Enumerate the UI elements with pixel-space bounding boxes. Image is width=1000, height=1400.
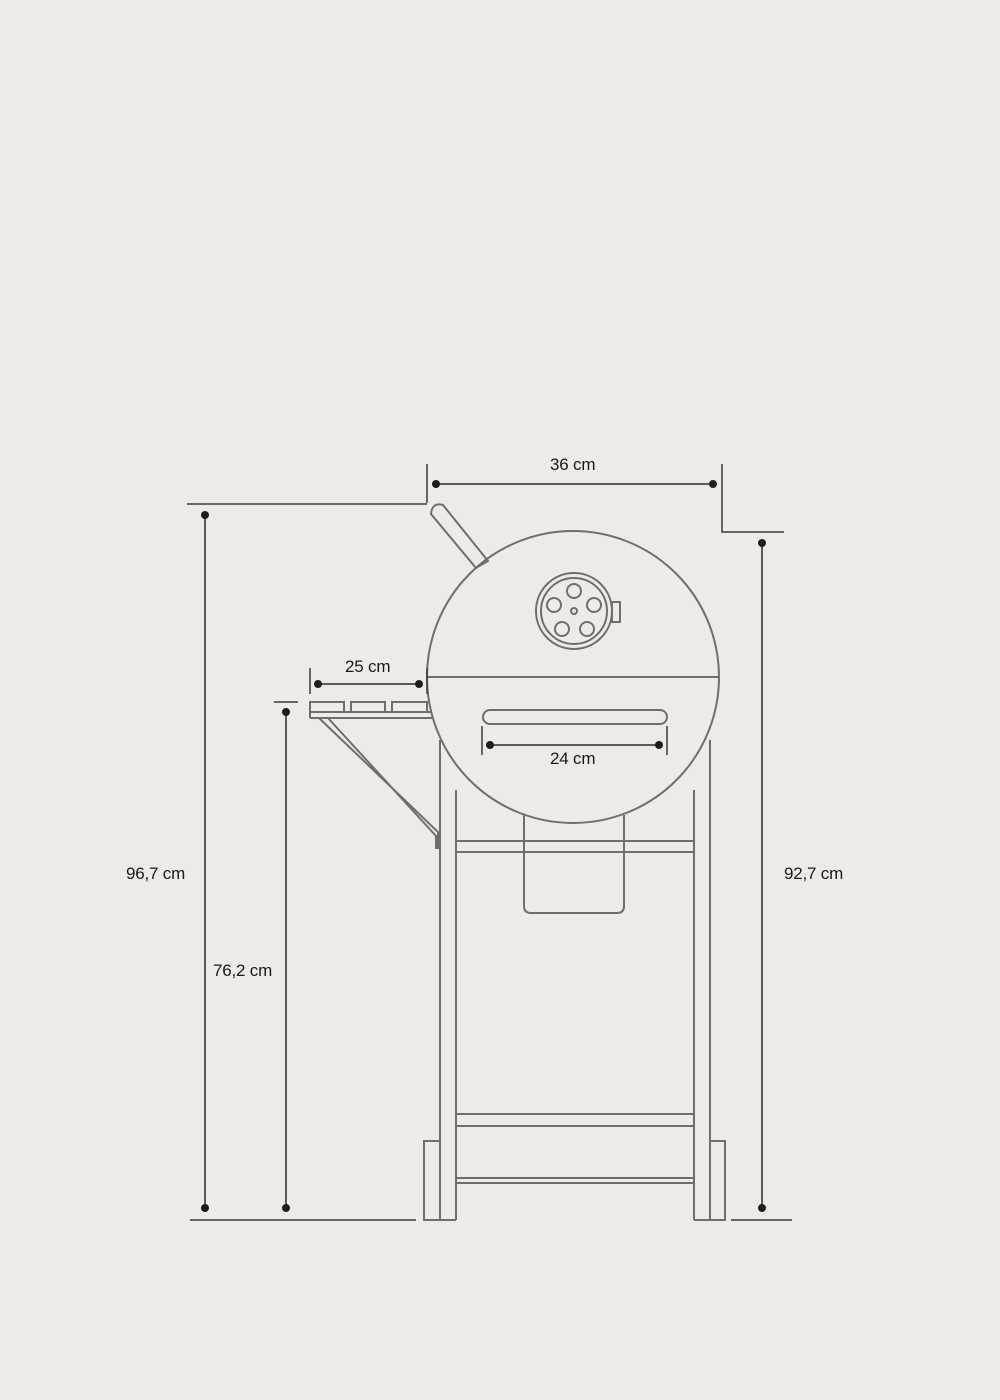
dimension-shelf-width: [309, 668, 428, 694]
label-shelf-width: 25 cm: [345, 657, 391, 676]
label-total-height: 96,7 cm: [126, 864, 186, 883]
ash-catcher: [523, 815, 625, 914]
grill-outline: [309, 503, 726, 1221]
dimension-lid-height: [758, 539, 766, 1212]
kettle-bowl: [426, 530, 720, 824]
label-shelf-height: 76,2 cm: [213, 961, 273, 980]
shelf-bracket: [318, 717, 439, 849]
dimension-kettle-width: [426, 464, 784, 533]
dimension-shelf-height: [274, 701, 298, 1212]
label-kettle-width: 36 cm: [550, 455, 596, 474]
cart-frame: [439, 740, 711, 1221]
side-shelf: [309, 701, 432, 719]
lid-vent-icon: [535, 572, 621, 650]
label-handle-width: 24 cm: [550, 749, 596, 768]
label-lid-height: 92,7 cm: [784, 864, 844, 883]
wheels: [423, 1140, 726, 1221]
dimension-handle-width: [481, 726, 668, 755]
lid-handle: [429, 503, 490, 570]
front-handle: [482, 709, 668, 725]
dimension-total-height: [187, 503, 427, 1212]
